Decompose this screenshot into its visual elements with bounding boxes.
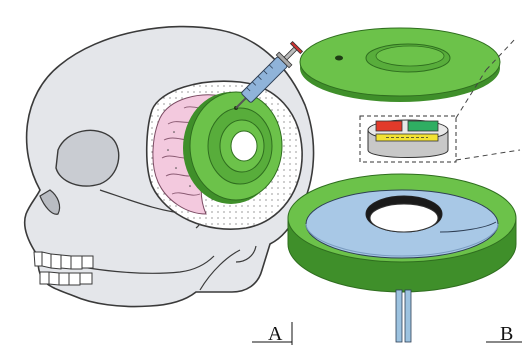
lower-teeth [40,272,92,285]
panel-a-label: A [268,324,282,344]
fluid-tubes [396,290,411,342]
base-ring [288,174,516,292]
lid-disc [300,28,500,102]
panel-b [288,28,522,342]
sensor-module [360,116,456,162]
panel-a [25,27,314,345]
panel-b-label: B [500,324,513,344]
eye-socket [56,130,119,186]
